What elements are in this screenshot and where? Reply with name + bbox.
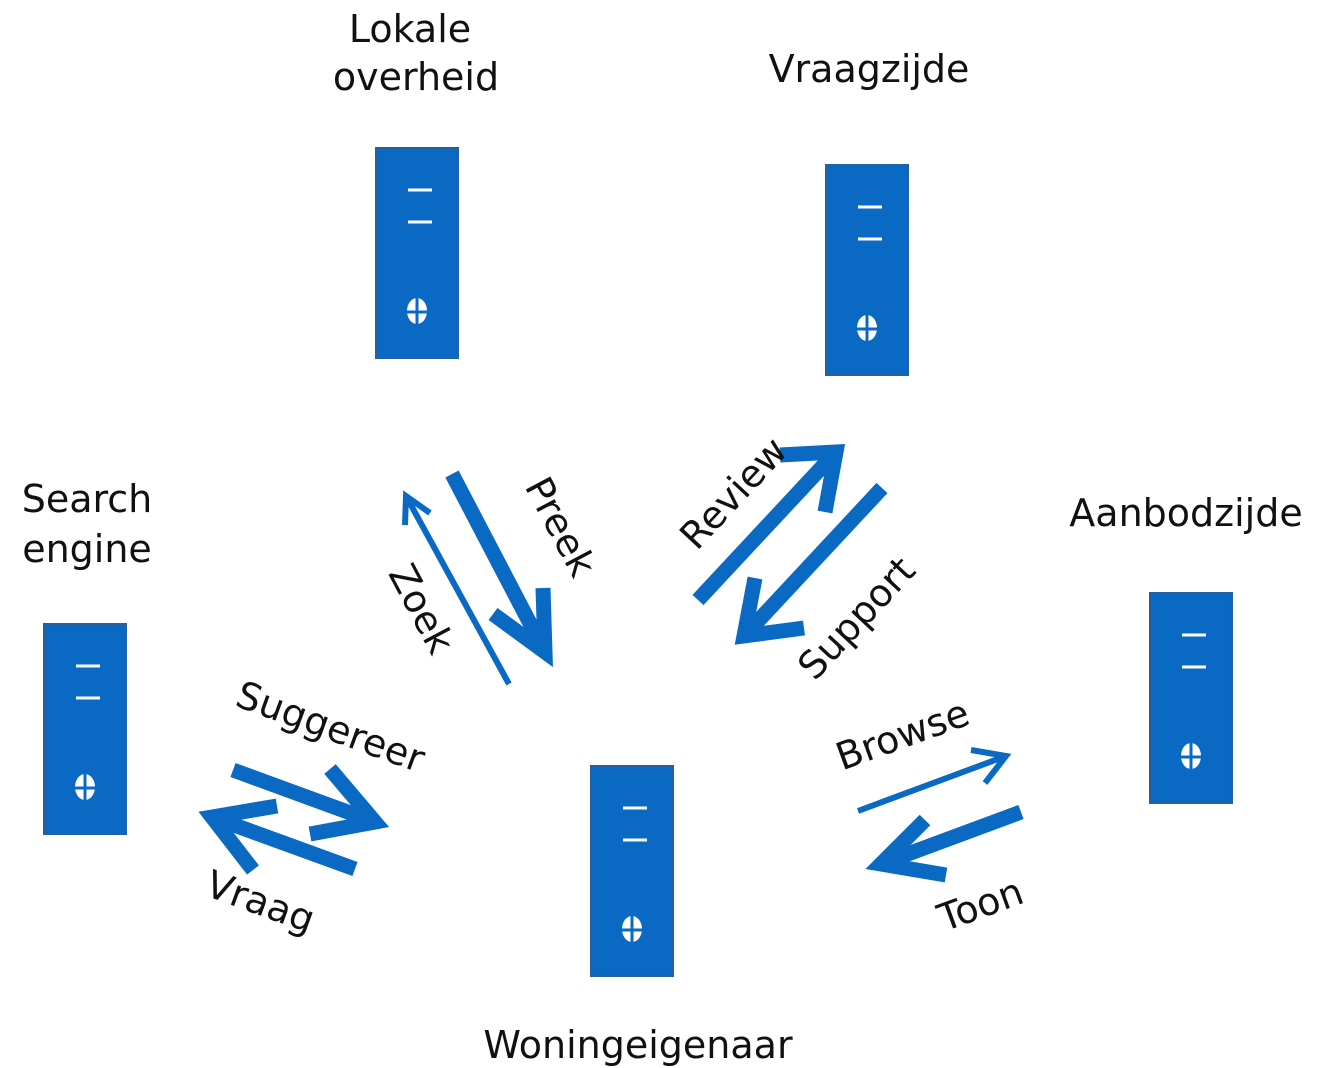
arrow-review: [692, 444, 846, 606]
server-tower-icon: [374, 146, 460, 360]
arrow-suggereer: [230, 762, 390, 842]
edge-label-vraag: Vraag: [200, 862, 321, 942]
server-tower-icon: [824, 163, 910, 377]
edge-label-review: Review: [671, 429, 796, 558]
server-tower-icon: [42, 622, 128, 836]
server-vraagzijde: [824, 163, 910, 377]
node-label-lokale-overheid-line2: overheid: [333, 55, 499, 99]
arrow-zoek: [402, 490, 512, 686]
edge-label-toon: Toon: [931, 869, 1029, 941]
server-search-engine: [42, 622, 128, 836]
node-label-vraagzijde: Vraagzijde: [769, 47, 970, 91]
node-label-lokale-overheid-line1: Lokale: [349, 7, 471, 51]
server-tower-icon: [1148, 591, 1234, 805]
arrow-support: [734, 482, 888, 645]
node-label-aanbodzijde: Aanbodzijde: [1069, 491, 1302, 535]
node-label-search-engine-line2: engine: [22, 527, 152, 571]
server-tower-icon: [589, 764, 675, 978]
server-aanbodzijde: [1148, 591, 1234, 805]
edge-label-preek: Preek: [516, 470, 605, 584]
arrow-browse: [856, 747, 1012, 814]
arrow-vraag: [198, 798, 358, 877]
server-woningeigenaar: [589, 764, 675, 978]
node-label-woningeigenaar: Woningeigenaar: [483, 1023, 793, 1067]
server-lokale-overheid: [374, 146, 460, 360]
arrow-preek: [445, 470, 553, 668]
edge-label-browse: Browse: [830, 690, 975, 779]
arrow-toon: [865, 804, 1024, 883]
node-label-search-engine-line1: Search: [22, 477, 153, 521]
edge-label-suggereer: Suggereer: [230, 672, 431, 781]
